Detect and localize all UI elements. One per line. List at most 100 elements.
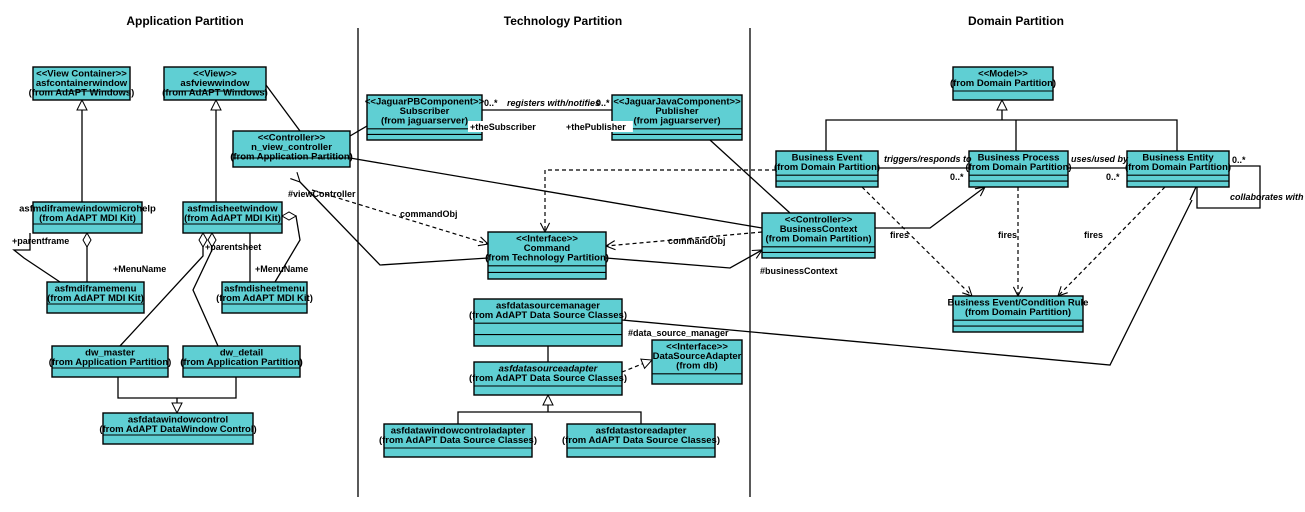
class-box [32,201,143,234]
class-asfdatastoreadapter[interactable]: asfdatastoreadapter(from AdAPT Data Sour… [562,423,720,458]
diagram-lbl-data-source-manager: #data_source_manager [628,328,729,338]
generalization-adapters-base [457,395,642,424]
dependency-controller-command [311,189,488,244]
class-asfcontainerwindow[interactable]: <<View Container>>asfcontainerwindow(fro… [29,66,135,101]
class-box [473,361,623,396]
diagram-lbl-fires2: fires [998,230,1017,240]
label-backdrop [468,121,543,132]
class-asfdatawindowcontrol[interactable]: asfdatawindowcontrol(from AdAPT DataWind… [99,412,257,445]
class-text: Business Event [792,153,864,164]
diagram-lbl-triggers: triggers/responds to [884,154,972,164]
diagram-lbl-mult-bp1: 0..* [950,172,964,182]
class-text: (from AdAPT Windows) [29,88,135,99]
class-box [761,212,876,259]
class-asfviewwindow[interactable]: <<View>>asfviewwindow(from AdAPT Windows… [162,66,268,101]
class-text: <<View>> [193,69,237,80]
class-text: asfdatasourcemanager [496,301,600,312]
class-text: <<Interface>> [516,234,578,245]
class-dw-master[interactable]: dw_master(from Application Partition) [49,345,172,378]
class-text: Business Process [978,153,1060,164]
class-asfdatawindowcontroladapter[interactable]: asfdatawindowcontroladapter(from AdAPT D… [379,423,537,458]
class-text: (from AdAPT Data Source Classes) [469,373,627,384]
class-box [651,339,743,385]
class-text: asfmdisheetmenu [224,284,305,295]
partition-title-app: Application Partition [126,14,243,28]
class-box [182,201,283,234]
class-asfmdisheetmenu[interactable]: asfmdisheetmenu(from AdAPT MDI Kit) [216,281,313,314]
class-text: (from AdAPT DataWindow Control) [99,424,256,435]
partition-title-dom: Domain Partition [968,14,1064,28]
class-text: (from AdAPT MDI Kit) [39,213,136,224]
class-text: <<Interface>> [666,342,728,353]
class-box [366,94,483,141]
class-datasourceadapter[interactable]: <<Interface>>DataSourceAdapter(from db) [651,339,743,385]
class-box [566,423,716,458]
class-box [32,66,131,101]
class-asfmdiframewindowmicrohelp[interactable]: asfmdiframewindowmicrohelp(from AdAPT MD… [19,201,156,234]
association-controller-view [265,84,301,132]
class-text: asfdatawindowcontrol [128,415,228,426]
class-publisher[interactable]: <<JaguarJavaComponent>>Publisher(from ja… [611,94,743,141]
class-text: (from AdAPT Data Source Classes) [379,435,537,446]
class-text: (from AdAPT MDI Kit) [47,293,144,304]
class-text: <<JaguarJavaComponent>> [613,97,741,108]
class-text: asfdatastoreadapter [596,426,687,437]
diagram-lbl-uses: uses/used by [1071,154,1129,164]
class-text: (from db) [676,361,718,372]
class-text: (from Application Partition) [230,152,353,163]
class-text: BusinessContext [780,224,858,235]
class-asfmdiframemenu[interactable]: asfmdiframemenu(from AdAPT MDI Kit) [46,281,145,314]
class-text: <<Model>> [978,69,1028,80]
class-text: (from AdAPT MDI Kit) [184,213,281,224]
class-text: (from Domain Partition) [1125,162,1231,173]
class-box [51,345,169,378]
class-text: (from Domain Partition) [774,162,880,173]
diagram-lbl-mult-be: 0..* [1232,155,1246,165]
class-text: asfmdiframewindowmicrohelp [19,204,156,215]
class-text: Business Entity [1142,153,1214,164]
class-text: (from jaguarserver) [633,116,720,127]
association-entity-self [1196,165,1261,209]
association-controller-businesscontext [349,157,763,229]
class-subscriber[interactable]: <<JaguarPBComponent>>Subscriber(from jag… [365,94,485,141]
aggregation-sheet-sheetmenu [274,211,301,283]
partition-title-tech: Technology Partition [504,14,622,28]
diagram-lbl-fires1: fires [890,230,909,240]
dependency-entity-rule [1058,186,1166,296]
diagram-lbl-thePublisher: +thePublisher [566,122,626,132]
class-text: (from Domain Partition) [950,78,1056,89]
class-command[interactable]: <<Interface>>Command(from Technology Par… [485,231,609,280]
association-controller-subscriber [349,125,368,137]
association-viewcontroller-command [300,182,489,266]
class-text: <<View Container>> [36,69,127,80]
class-text: dw_master [85,348,135,359]
class-condition-rule[interactable]: Business Event/Condition Rule(from Domai… [948,295,1089,333]
label-backdrop [564,121,633,132]
class-business-entity[interactable]: Business Entity(from Domain Partition) [1125,150,1231,188]
class-text: asfdatasourceadapter [499,364,599,375]
class-text: (from Domain Partition) [965,162,1071,173]
class-text: <<Controller>> [785,215,853,226]
diagram-lbl-fires3: fires [1084,230,1103,240]
class-text: (from jaguarserver) [381,116,468,127]
class-box [182,345,301,378]
class-business-process[interactable]: Business Process(from Domain Partition) [965,150,1072,188]
class-text: asfmdiframemenu [55,284,137,295]
class-box [473,298,623,347]
class-box [611,94,743,141]
class-text: asfdatawindowcontroladapter [391,426,526,437]
dependency-context-command [606,231,763,246]
class-text: Subscriber [400,106,450,117]
class-text: Command [524,243,571,254]
class-business-event[interactable]: Business Event(from Domain Partition) [774,150,880,188]
class-n-view-controller[interactable]: <<Controller>>n_view_controller(from App… [230,130,353,168]
class-model[interactable]: <<Model>>(from Domain Partition) [950,66,1056,101]
diagram-lbl-mult-pub: 0..* [596,98,610,108]
class-asfmdisheetwindow[interactable]: asfmdisheetwindow(from AdAPT MDI Kit) [182,201,283,234]
diagram-lbl-collaborates: collaborates with [1230,192,1304,202]
class-business-context[interactable]: <<Controller>>BusinessContext(from Domai… [761,212,876,259]
class-asfdatasourcemanager[interactable]: asfdatasourcemanager(from AdAPT Data Sou… [469,298,627,347]
association-context-process [875,187,985,229]
class-asfdatasourceadapter[interactable]: asfdatasourceadapter(from AdAPT Data Sou… [469,361,627,396]
class-dw-detail[interactable]: dw_detail(from Application Partition) [180,345,303,378]
